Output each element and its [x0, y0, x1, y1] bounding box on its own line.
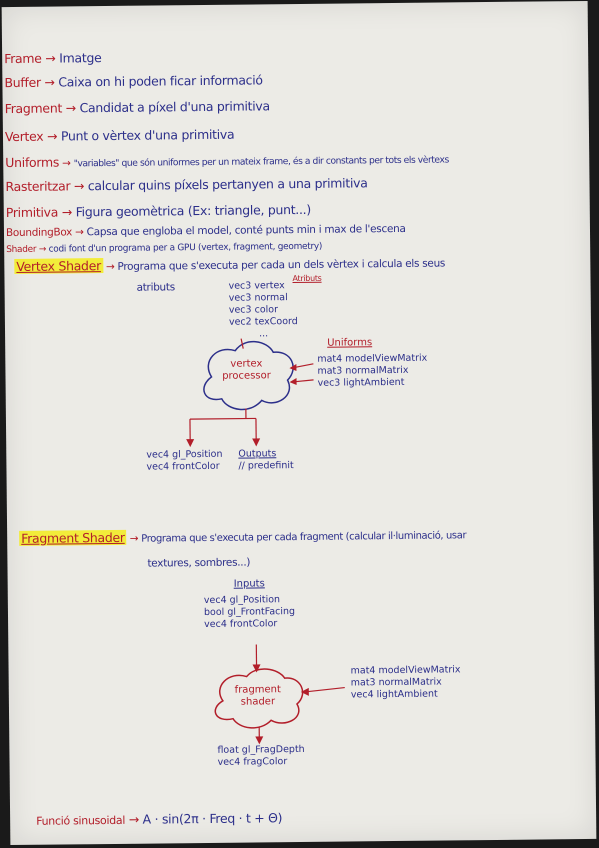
vertex-processor-cloud — [203, 340, 294, 411]
arrowhead-icon — [252, 438, 261, 447]
arrowhead-icon — [300, 687, 309, 696]
arrowhead-icon — [255, 736, 264, 745]
arrow-line — [240, 338, 244, 349]
fragment-shader-cloud — [214, 668, 304, 729]
arrow-line — [189, 417, 256, 420]
arrowhead-icon — [289, 364, 297, 372]
arrowhead-icon — [252, 664, 261, 673]
arrow-line — [304, 686, 345, 693]
arrowhead-icon — [186, 439, 195, 448]
arrowhead-icon — [289, 378, 297, 386]
